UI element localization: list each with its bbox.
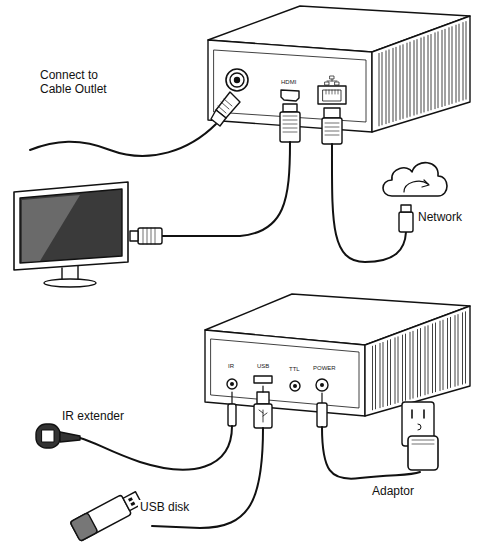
fin: [380, 342, 383, 407]
fin: [421, 37, 424, 113]
fin: [463, 22, 466, 101]
fin: [410, 331, 413, 399]
usb-disk-label: USB disk: [138, 500, 191, 514]
power-label: POWER: [313, 365, 336, 372]
fin: [400, 45, 403, 120]
cloud-icon: [383, 163, 447, 196]
fin: [428, 34, 431, 110]
fin: [456, 24, 459, 102]
adaptor-label: Adaptor: [370, 484, 416, 498]
fin: [403, 334, 406, 401]
hdmi-label: HDMI: [281, 79, 296, 86]
coax-connector: [226, 69, 248, 91]
fin: [442, 29, 445, 106]
fin: [433, 323, 436, 393]
fin: [448, 317, 451, 388]
fin: [449, 27, 452, 105]
set-top-box-front: [205, 294, 470, 416]
usb-label: USB: [257, 363, 269, 370]
ethernet-port: [318, 76, 346, 104]
fin: [414, 40, 417, 116]
ir-jack: [227, 379, 237, 389]
hdmi-cable: [130, 104, 300, 244]
fin: [379, 52, 382, 125]
fin: [463, 312, 466, 384]
ir-extender-label: IR extender: [62, 409, 124, 423]
ttl-label: TTL: [289, 366, 300, 373]
fin: [393, 47, 396, 121]
ttl-jack: [290, 381, 300, 391]
ir-extender-cable: [36, 392, 236, 470]
network-label: Network: [418, 210, 462, 224]
fin: [388, 340, 391, 406]
fin: [435, 32, 438, 109]
fin: [407, 42, 410, 117]
power-jack: [316, 379, 328, 391]
cable-outlet-label: Connect to Cable Outlet: [40, 68, 118, 96]
fin: [395, 337, 398, 404]
fin: [373, 345, 376, 410]
coax-cable: [30, 92, 240, 156]
fin: [386, 50, 389, 124]
set-top-box-rear: [208, 6, 470, 132]
fin: [455, 315, 458, 387]
ir-label: IR: [228, 363, 234, 370]
fin: [418, 329, 421, 398]
hdmi-port: [281, 90, 299, 101]
monitor: [14, 182, 128, 287]
fin: [440, 320, 443, 390]
power-cable: [317, 393, 438, 479]
usb-port: [254, 376, 272, 383]
fin: [425, 326, 428, 395]
